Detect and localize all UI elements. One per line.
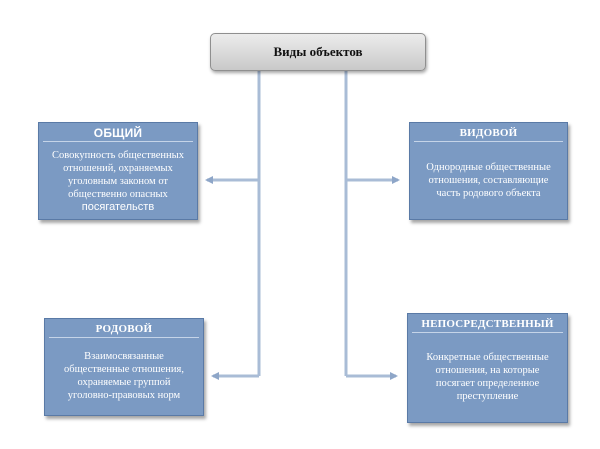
box-generic-line: общественные отношения, (64, 364, 184, 375)
box-general-line: уголовным законом от (67, 175, 169, 187)
box-species-line: отношения, составляющие (428, 174, 549, 186)
diagram-title: Виды объектов (273, 44, 363, 59)
box-general-header: ОБЩИЙ (43, 126, 193, 142)
box-direct-line: посягает определенное (435, 378, 540, 389)
box-direct-header: НЕПОСРЕДСТВЕННЫЙ (412, 317, 563, 333)
box-species-line: часть родового объекта (436, 187, 541, 199)
box-general: ОБЩИЙ Совокупность общественных отношени… (38, 122, 198, 220)
box-generic-header: РОДОВОЙ (49, 322, 199, 338)
box-species: ВИДОВОЙ Однородные общественные отношени… (409, 122, 568, 220)
box-generic-body: Взаимосвязанные общественные отношения, … (45, 338, 203, 414)
box-direct-body: Конкретные общественные отношения, на ко… (408, 333, 567, 421)
box-general-line: общественно опасных (68, 188, 168, 200)
box-generic-line: уголовно-правовых норм (67, 390, 181, 401)
box-general-line: Совокупность общественных (52, 149, 184, 161)
box-generic-line: охраняемые группой (77, 377, 171, 388)
box-species-line: Однородные общественные (426, 161, 551, 173)
box-species-header: ВИДОВОЙ (414, 126, 563, 142)
box-generic: РОДОВОЙ Взаимосвязанные общественные отн… (44, 318, 204, 416)
box-direct-line: отношения, на которые (435, 365, 540, 376)
box-general-body: Совокупность общественных отношений, охр… (39, 142, 197, 218)
box-generic-line: Взаимосвязанные (84, 351, 164, 362)
box-general-line: отношений, охраняемых (63, 162, 173, 174)
box-species-body: Однородные общественные отношения, соста… (410, 142, 567, 218)
box-general-line: посягательств (81, 200, 155, 213)
diagram-title-box: Виды объектов (210, 33, 426, 71)
box-direct-line: преступление (456, 391, 519, 402)
box-direct-line: Конкретные общественные (426, 352, 549, 363)
box-direct: НЕПОСРЕДСТВЕННЫЙ Конкретные общественные… (407, 313, 568, 423)
